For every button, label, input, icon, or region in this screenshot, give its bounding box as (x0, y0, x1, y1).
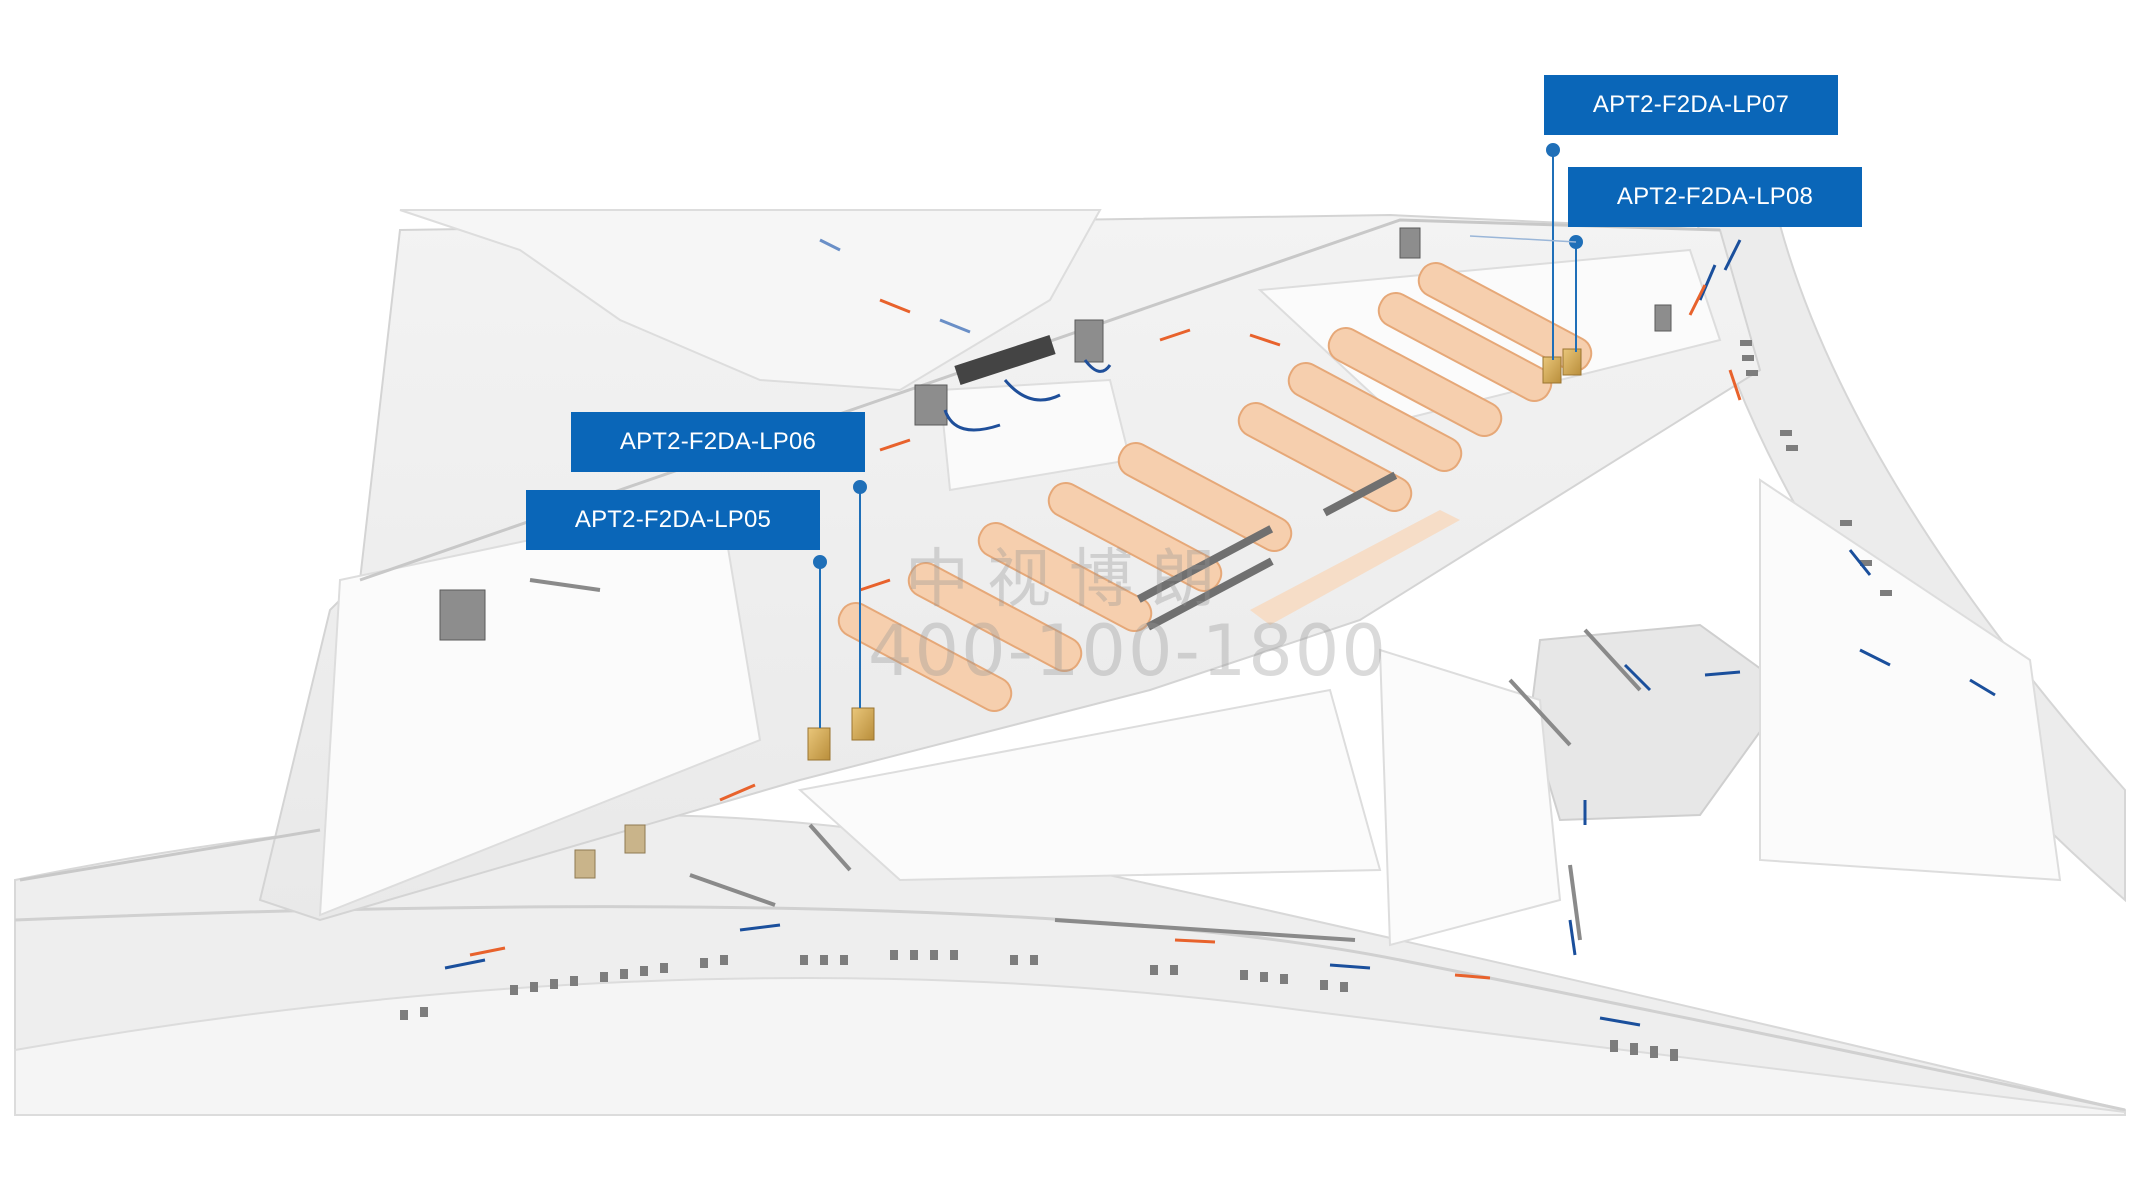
orange-walkway (1250, 510, 1460, 625)
right-side-block (1759, 478, 2062, 882)
ad-location-label-lp05[interactable]: APT2-F2DA-LP05 (526, 490, 820, 550)
boarding-desk (954, 335, 1056, 385)
escalator-icon (529, 578, 1642, 942)
lower-road-edge (14, 905, 2126, 1112)
pentagon-atrium (1528, 623, 1792, 822)
security-gates (1136, 471, 1398, 631)
ad-location-label-lp06[interactable]: APT2-F2DA-LP06 (571, 412, 865, 472)
light-box-kiosk-icon (574, 348, 1582, 879)
lower-road-band (14, 977, 2126, 1116)
lp08-connector (1469, 235, 1577, 243)
seating-icon (400, 340, 1892, 1061)
leader-lines (813, 143, 1583, 728)
center-building-block (797, 688, 1382, 882)
machine-units (439, 227, 1672, 641)
blue-queue-line (943, 359, 1112, 432)
direction-arrow-icon (444, 238, 1996, 1027)
upper-entrance (399, 209, 1102, 392)
ad-location-label-lp07[interactable]: APT2-F2DA-LP07 (1544, 75, 1838, 135)
ad-location-label-lp08[interactable]: APT2-F2DA-LP08 (1568, 167, 1862, 227)
check-in-counters (837, 262, 1593, 712)
lower-right-block (1378, 648, 1562, 947)
front-railing (19, 828, 321, 882)
